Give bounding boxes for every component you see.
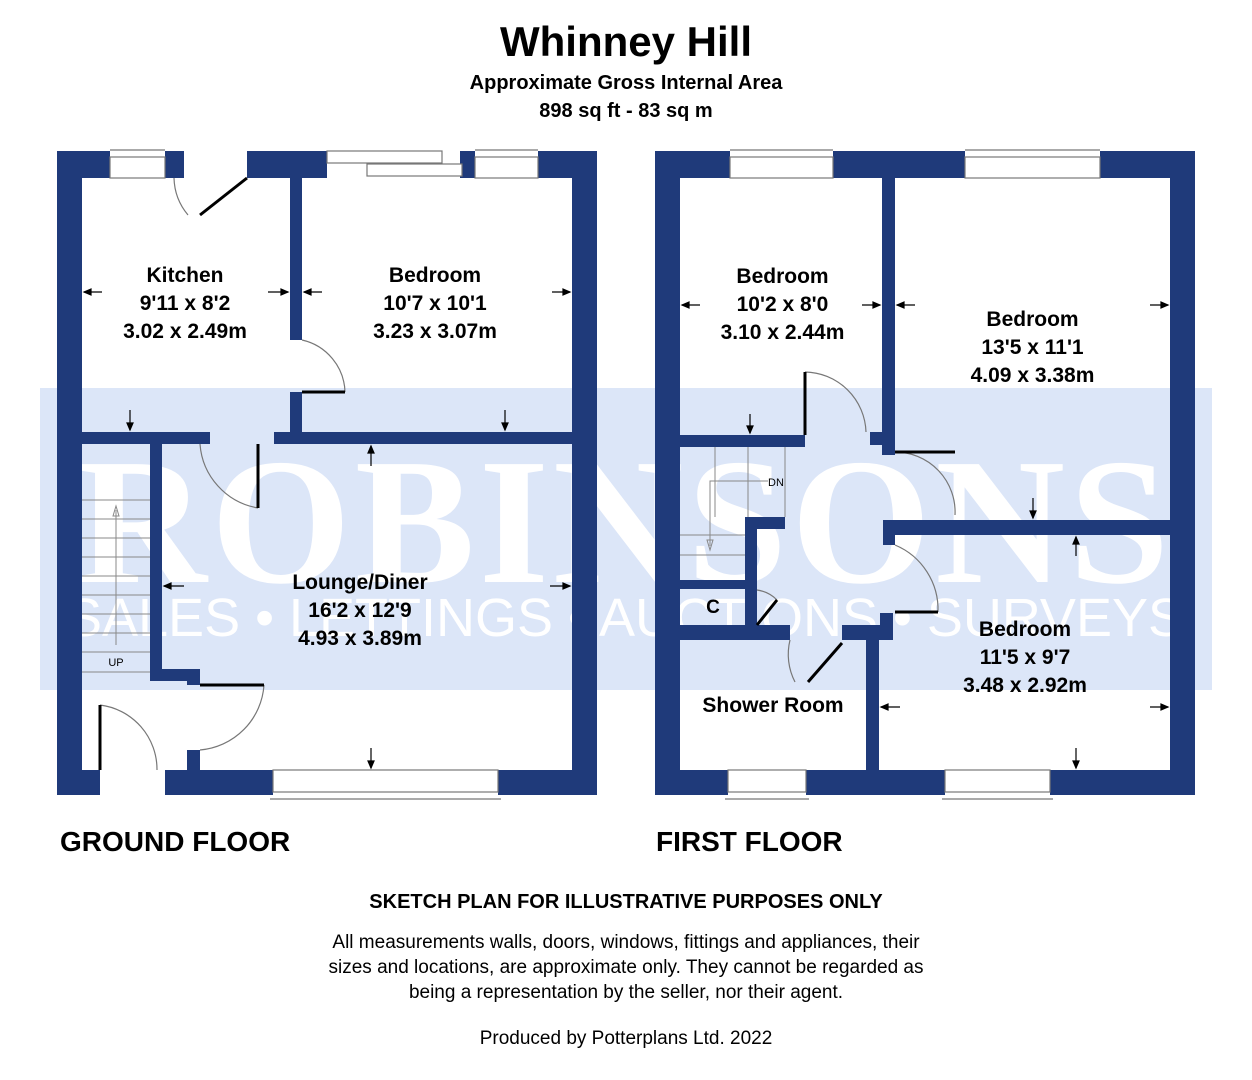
room-metric: 3.10 x 2.44m [720, 321, 845, 344]
stairs-up-label: UP [108, 657, 123, 669]
room-metric: 4.09 x 3.38m [970, 364, 1095, 387]
room-name: Lounge/Diner [292, 571, 428, 594]
room-shower-room: Shower Room [682, 692, 864, 720]
first-floor-fixtures [680, 149, 1101, 800]
ground-floor-door-leaves [98, 176, 345, 770]
room-imperial: 9'11 x 8'2 [139, 292, 231, 315]
room-imperial: 13'5 x 11'1 [981, 336, 1084, 359]
room-kitchen: Kitchen 9'11 x 8'2 3.02 x 2.49m [100, 262, 270, 346]
room-metric: 3.23 x 3.07m [373, 320, 497, 343]
disclaimer-line: being a representation by the seller, no… [408, 982, 844, 1003]
gross-area: 898 sq ft - 83 sq m [539, 100, 713, 122]
room-bedroom-2: Bedroom 13'5 x 11'1 4.09 x 3.38m [935, 306, 1130, 390]
disclaimer-line: All measurements walls, doors, windows, … [332, 932, 920, 953]
room-name: Bedroom [978, 618, 1072, 641]
first-floor-walls [655, 151, 1195, 795]
room-imperial: 10'7 x 10'1 [383, 292, 487, 315]
plan-title: Whinney Hill [500, 18, 752, 65]
disclaimer-title: SKETCH PLAN FOR ILLUSTRATIVE PURPOSES ON… [369, 891, 883, 913]
ground-floor-fixtures [82, 149, 539, 800]
room-bedroom-1: Bedroom 10'2 x 8'0 3.10 x 2.44m [700, 263, 865, 347]
watermark-tagline: SALES • LETTINGS • AUCTIONS • SURVEYS [66, 588, 1184, 648]
ground-floor-label: GROUND FLOOR [60, 826, 291, 857]
room-bedroom-ground: Bedroom 10'7 x 10'1 3.23 x 3.07m [340, 262, 530, 346]
watermark-band [40, 388, 1212, 690]
cupboard-label: C [706, 597, 720, 618]
room-imperial: 10'2 x 8'0 [736, 293, 829, 316]
room-bedroom-3: Bedroom 11'5 x 9'7 3.48 x 2.92m [935, 616, 1115, 700]
room-name: Bedroom [736, 265, 829, 288]
room-metric: 3.02 x 2.49m [123, 320, 247, 343]
disclaimer-line: sizes and locations, are approximate onl… [328, 957, 924, 978]
room-metric: 4.93 x 3.89m [298, 627, 422, 650]
credit: Produced by Potterplans Ltd. 2022 [479, 1028, 773, 1049]
room-name: Bedroom [388, 264, 482, 287]
room-name: Kitchen [146, 264, 224, 287]
first-floor-label: FIRST FLOOR [656, 826, 843, 857]
dimension-arrows [82, 288, 1170, 770]
disclaimer-text: All measurements walls, doors, windows, … [0, 930, 1252, 1005]
first-floor-door-leaves [755, 372, 955, 683]
room-name: Shower Room [702, 694, 844, 717]
room-lounge-diner: Lounge/Diner 16'2 x 12'9 4.93 x 3.89m [260, 569, 460, 653]
room-name: Bedroom [986, 308, 1079, 331]
ground-floor-walls [57, 151, 597, 795]
room-metric: 3.48 x 2.92m [963, 674, 1087, 697]
room-imperial: 16'2 x 12'9 [308, 599, 412, 622]
stairs-down-label: DN [768, 477, 784, 489]
plan-subtitle: Approximate Gross Internal Area [469, 72, 783, 94]
room-imperial: 11'5 x 9'7 [979, 646, 1071, 669]
